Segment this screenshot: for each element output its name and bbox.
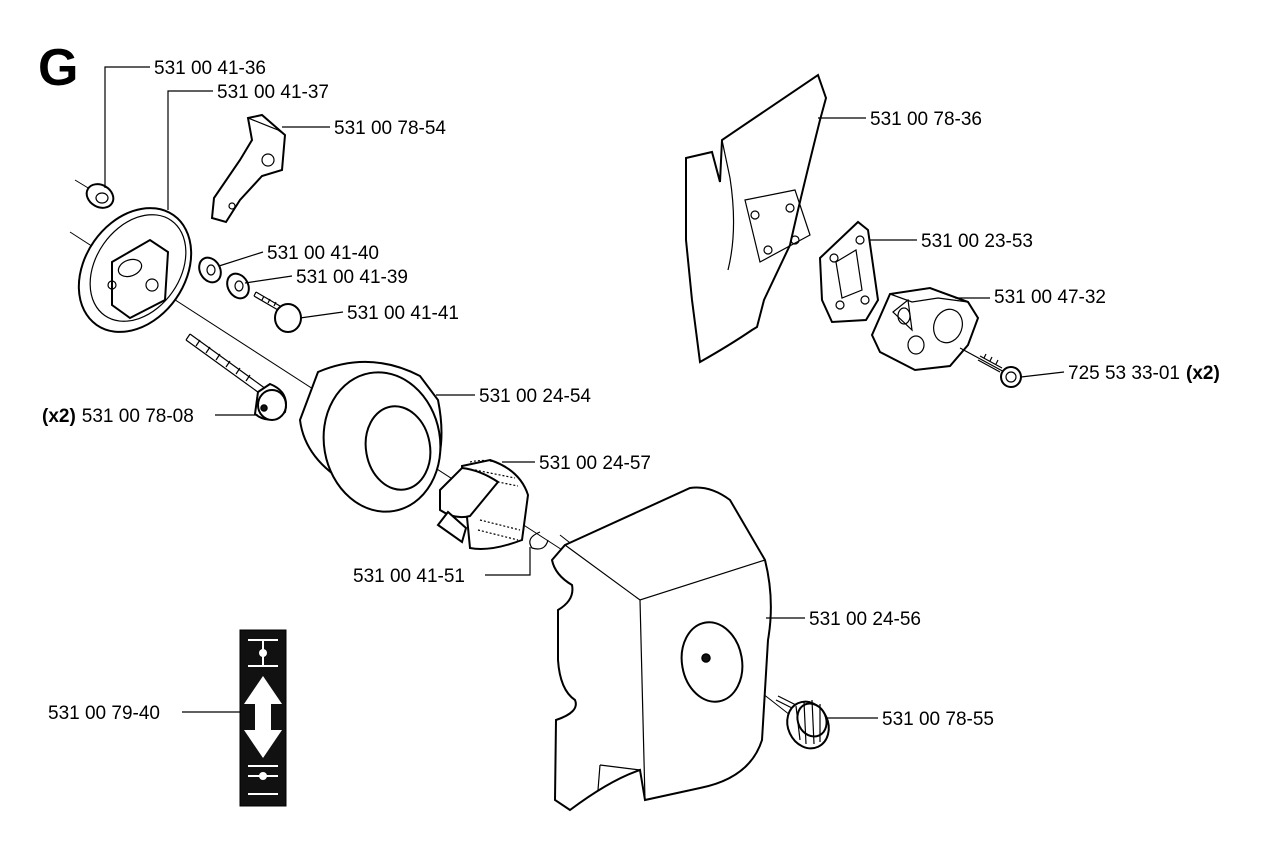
callout-quantity: (x2) xyxy=(42,406,76,427)
filter-cover-part xyxy=(550,486,772,812)
callout-part-number: 531 00 41-51 xyxy=(353,566,465,587)
callout-part-number: 531 00 23-53 xyxy=(921,231,1033,252)
callout-part-number: 531 00 78-08 xyxy=(82,406,194,427)
callout-part-number: 531 00 24-56 xyxy=(809,609,921,630)
callout-labels: 531 00 41-36 531 00 41-37 531 00 78-54 5… xyxy=(42,58,1220,730)
gasket-part xyxy=(818,220,880,324)
callout-part-number: 531 00 41-41 xyxy=(347,303,459,324)
leader-lines xyxy=(104,66,1065,719)
intake-adapter-part xyxy=(870,286,980,372)
washer-39-part xyxy=(226,272,250,300)
cover-knob-part xyxy=(775,695,830,750)
adapter-screw-part xyxy=(959,347,1022,388)
long-screw-part xyxy=(185,333,287,421)
callout-part-number: 531 00 41-39 xyxy=(296,267,408,288)
callout-part-number: 531 00 41-36 xyxy=(154,58,266,79)
screw-41-part xyxy=(253,291,302,333)
callout-label: (x2) 531 00 78-08 xyxy=(42,406,194,427)
callout-part-number: 531 00 78-36 xyxy=(870,109,982,130)
section-letter: G xyxy=(38,39,78,97)
lever-bracket-part xyxy=(210,113,287,224)
foam-filter-part xyxy=(298,360,443,513)
callout-label: 725 53 33-01 (x2) xyxy=(1068,363,1220,384)
heat-shield-part xyxy=(685,73,828,364)
callout-part-number: 531 00 41-40 xyxy=(267,243,379,264)
callout-part-number: 531 00 78-54 xyxy=(334,118,446,139)
pulley-disc-part xyxy=(77,207,193,333)
callout-part-number: 725 53 33-01 xyxy=(1068,363,1180,384)
filter-insert-part xyxy=(436,458,530,550)
clip-part xyxy=(529,531,549,550)
bushing-part xyxy=(85,183,115,209)
adjustment-decal-part xyxy=(239,629,287,807)
washer-40-part xyxy=(198,256,222,284)
callout-part-number: 531 00 78-55 xyxy=(882,709,994,730)
callout-part-number: 531 00 24-54 xyxy=(479,386,591,407)
callout-part-number: 531 00 47-32 xyxy=(994,287,1106,308)
callout-part-number: 531 00 41-37 xyxy=(217,82,329,103)
callout-part-number: 531 00 79-40 xyxy=(48,703,160,724)
callout-part-number: 531 00 24-57 xyxy=(539,453,651,474)
callout-quantity: (x2) xyxy=(1186,363,1220,384)
